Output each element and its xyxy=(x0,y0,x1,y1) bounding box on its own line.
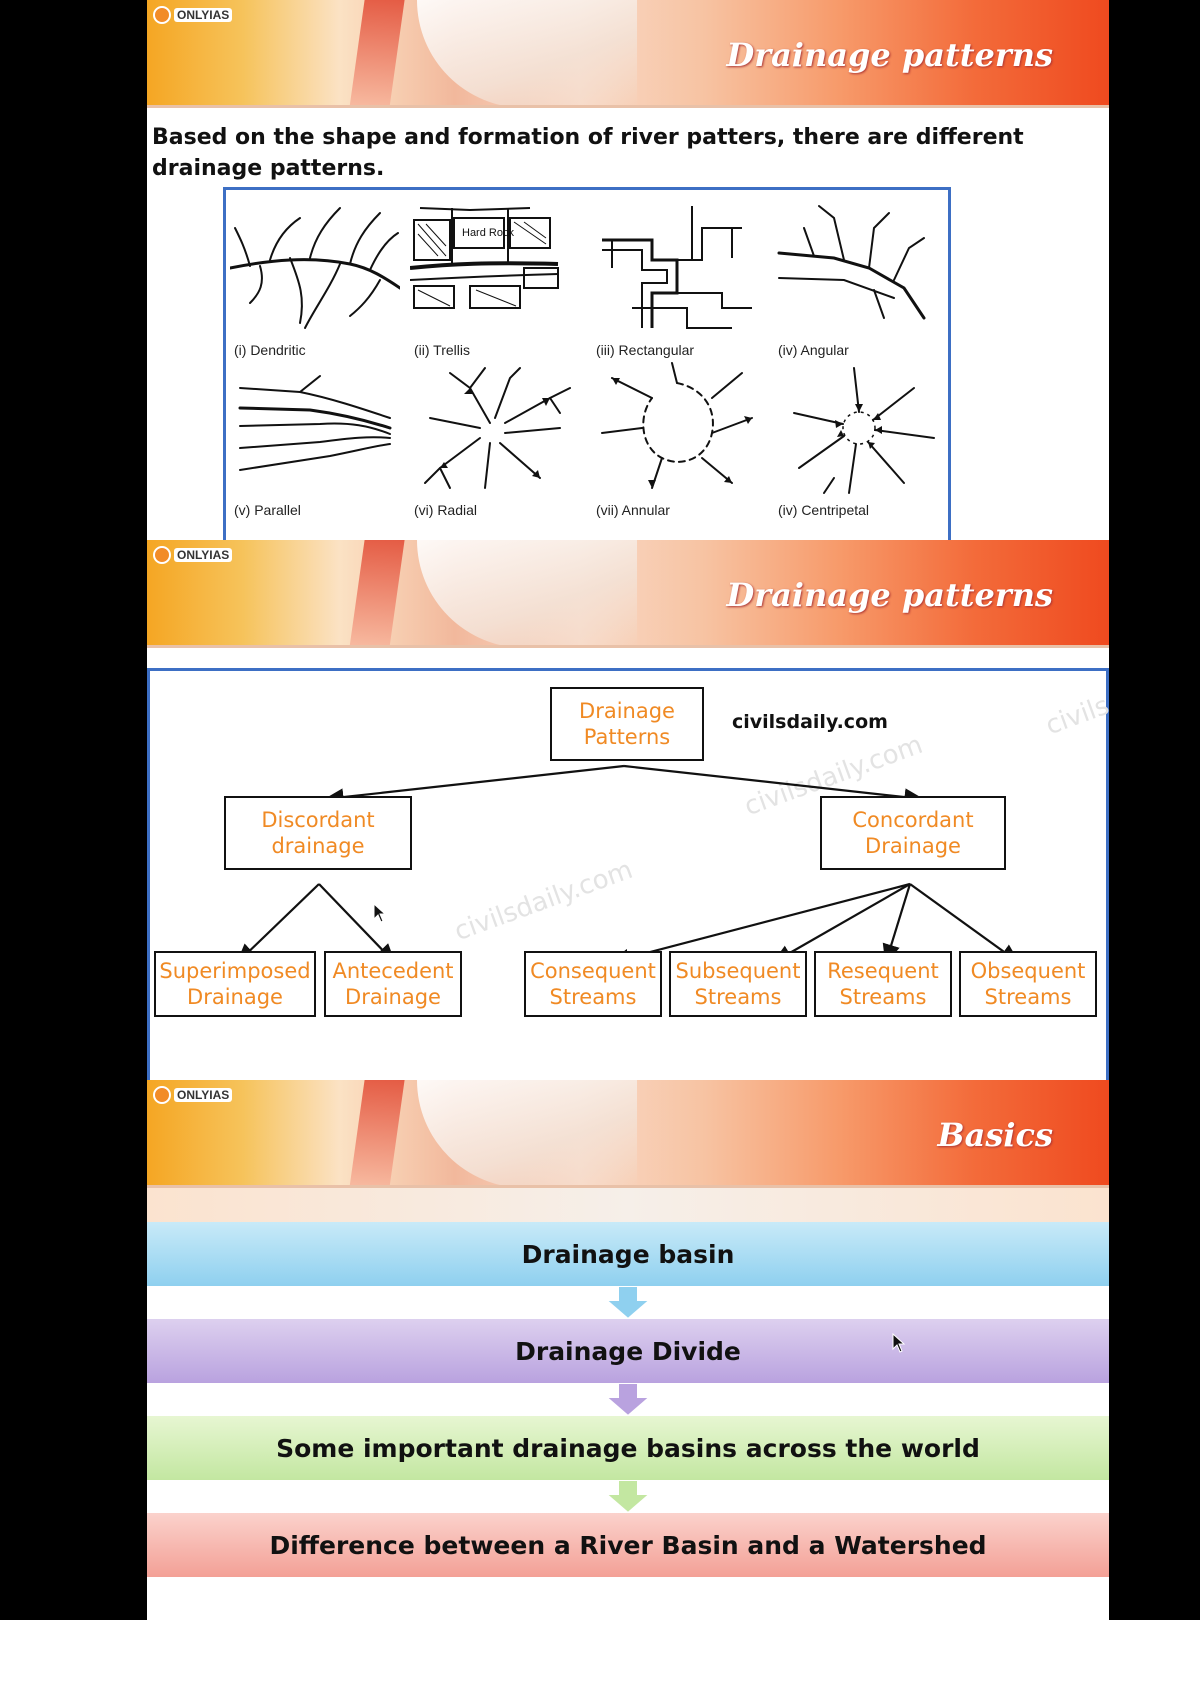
slide-title: Drainage patterns xyxy=(726,36,1053,74)
discordant-node: Discordant drainage xyxy=(224,796,412,870)
logo-text: ONLYIAS xyxy=(174,548,233,562)
onlyias-logo: ONLYIAS xyxy=(153,6,233,24)
right-letterbox xyxy=(1109,0,1200,1620)
pattern-angular: (iv) Angular xyxy=(774,198,944,358)
down-arrow-icon xyxy=(604,1286,652,1320)
drainage-classification-diagram: civilsdaily.com civilsdaily.com civils xyxy=(147,668,1109,1080)
logo-text: ONLYIAS xyxy=(174,8,233,22)
banner-fade xyxy=(147,1188,1109,1222)
slide-banner: ONLYIAS Drainage patterns xyxy=(147,0,1109,108)
obsequent-node: Obsequent Streams xyxy=(959,951,1097,1017)
step-basin-vs-watershed: Difference between a River Basin and a W… xyxy=(147,1513,1109,1577)
pattern-parallel: (v) Parallel xyxy=(230,358,400,518)
slide-banner: ONLYIAS Drainage patterns xyxy=(147,540,1109,648)
pattern-label: (vii) Annular xyxy=(596,502,670,518)
pattern-label: (ii) Trellis xyxy=(414,342,470,358)
pattern-label: (v) Parallel xyxy=(234,502,301,518)
logo-text: ONLYIAS xyxy=(174,1088,233,1102)
slide-drainage-patterns-figure: ONLYIAS Drainage patterns Based on the s… xyxy=(147,0,1109,540)
dendritic-drawing-icon xyxy=(230,207,400,329)
antecedent-node: Antecedent Drainage xyxy=(324,951,462,1017)
logo-icon xyxy=(153,546,171,564)
pattern-label: (i) Dendritic xyxy=(234,342,306,358)
step-drainage-divide: Drainage Divide xyxy=(147,1319,1109,1383)
mouse-cursor-icon xyxy=(373,903,387,923)
resequent-node: Resequent Streams xyxy=(814,951,952,1017)
parallel-drawing-icon xyxy=(238,375,392,471)
trellis-drawing-icon: Hard Rock xyxy=(410,207,559,309)
intro-text: Based on the shape and formation of rive… xyxy=(152,125,1024,181)
drainage-pattern-figure: (i) Dendritic xyxy=(223,187,951,540)
slide-banner: ONLYIAS Basics xyxy=(147,1080,1109,1188)
pattern-rectangular: (iii) Rectangular xyxy=(592,198,762,358)
consequent-node: Consequent Streams xyxy=(524,951,662,1017)
down-arrow-icon xyxy=(604,1383,652,1417)
slide-title: Drainage patterns xyxy=(726,576,1053,614)
pattern-label: (vi) Radial xyxy=(414,502,478,518)
pattern-centripetal: (iv) Centripetal xyxy=(774,358,944,518)
pattern-dendritic: (i) Dendritic xyxy=(230,198,400,358)
pattern-label: (iv) Centripetal xyxy=(778,502,870,518)
pattern-annular: (vii) Annular xyxy=(592,358,762,518)
rectangular-drawing-icon xyxy=(602,206,752,329)
logo-icon xyxy=(153,6,171,24)
step-drainage-basin: Drainage basin xyxy=(147,1222,1109,1286)
logo-icon xyxy=(153,1086,171,1104)
onlyias-logo: ONLYIAS xyxy=(153,1086,233,1104)
pattern-radial: (vi) Radial xyxy=(410,358,580,518)
onlyias-logo: ONLYIAS xyxy=(153,546,233,564)
pattern-trellis: Hard Rock (ii) Trellis xyxy=(410,198,580,358)
angular-drawing-icon xyxy=(777,205,926,320)
subsequent-node: Subsequent Streams xyxy=(669,951,807,1017)
radial-drawing-icon xyxy=(424,367,571,489)
centripetal-drawing-icon xyxy=(793,367,935,494)
concordant-node: Concordant Drainage xyxy=(820,796,1006,870)
pattern-label: (iii) Rectangular xyxy=(596,342,695,358)
left-letterbox xyxy=(0,0,147,1620)
slide-basics: ONLYIAS Basics Drainage basin Drainage D… xyxy=(147,1080,1109,1620)
down-arrow-icon xyxy=(604,1480,652,1514)
pattern-label: (iv) Angular xyxy=(778,342,849,358)
hard-rock-label: Hard Rock xyxy=(462,227,514,239)
superimposed-node: Superimposed Drainage xyxy=(154,951,316,1017)
slide-drainage-patterns-tree: ONLYIAS Drainage patterns civilsdaily.co… xyxy=(147,540,1109,1080)
annular-drawing-icon xyxy=(601,362,753,489)
slide-title: Basics xyxy=(937,1116,1053,1154)
source-credit: civilsdaily.com xyxy=(732,711,888,733)
step-important-basins: Some important drainage basins across th… xyxy=(147,1416,1109,1480)
root-node: Drainage Patterns xyxy=(550,687,704,761)
mouse-cursor-icon xyxy=(892,1333,906,1353)
